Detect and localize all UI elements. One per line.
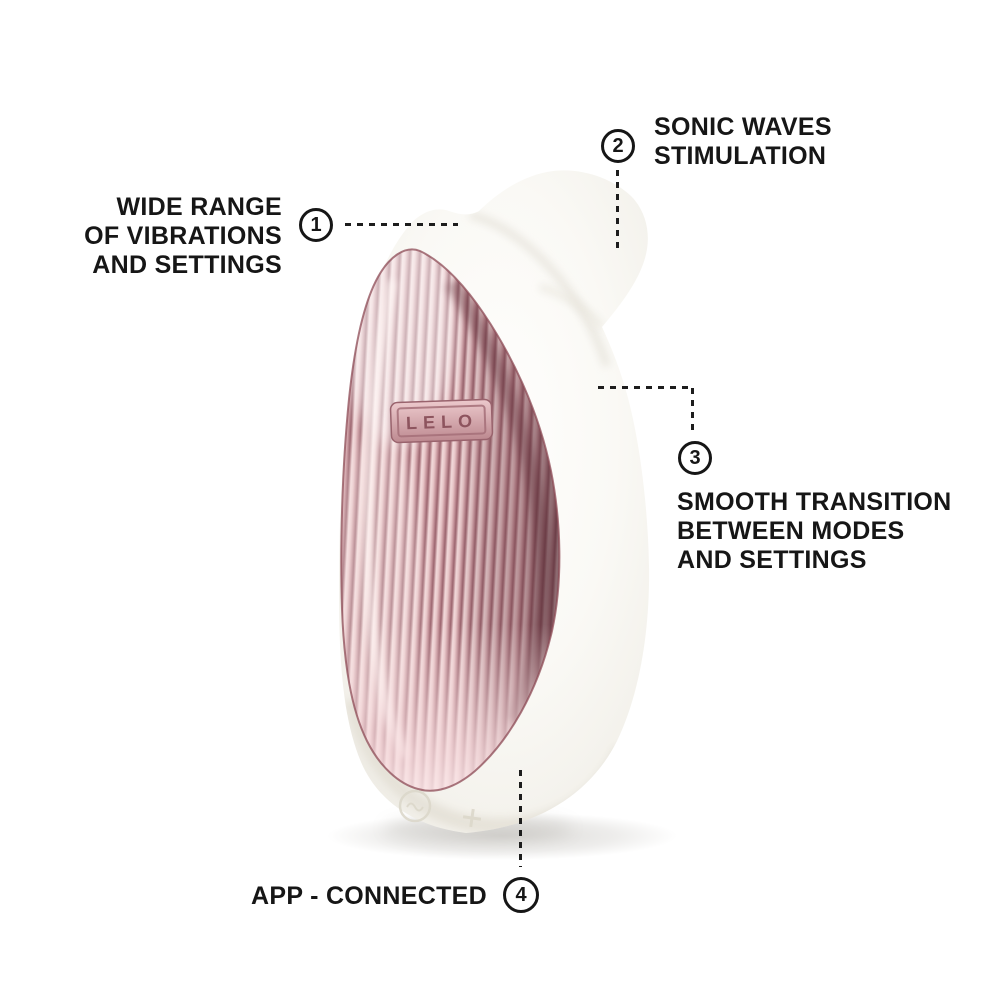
callout-4-badge: 4 bbox=[503, 877, 539, 913]
callout-4-label: APP - CONNECTED bbox=[250, 882, 487, 910]
callout-1-badge: 1 bbox=[299, 208, 333, 242]
callout-1-leader-line bbox=[345, 223, 458, 226]
brand-logo-text: LELO bbox=[406, 411, 479, 434]
callout-2-badge: 2 bbox=[601, 129, 635, 163]
callout-1-label: WIDE RANGE OF VIBRATIONS AND SETTINGS bbox=[84, 193, 282, 279]
callout-3-badge: 3 bbox=[678, 441, 712, 475]
callout-3-leader-line-v bbox=[691, 388, 694, 430]
callout-3-label: SMOOTH TRANSITION BETWEEN MODES AND SETT… bbox=[677, 488, 952, 574]
callout-2-leader-line bbox=[616, 170, 619, 248]
callout-2-label: SONIC WAVES STIMULATION bbox=[654, 113, 832, 170]
brand-plate: LELO bbox=[389, 398, 494, 444]
control-buttons bbox=[398, 789, 482, 828]
callout-3-leader-line-h bbox=[598, 386, 694, 389]
callout-4-leader-line bbox=[519, 770, 522, 867]
